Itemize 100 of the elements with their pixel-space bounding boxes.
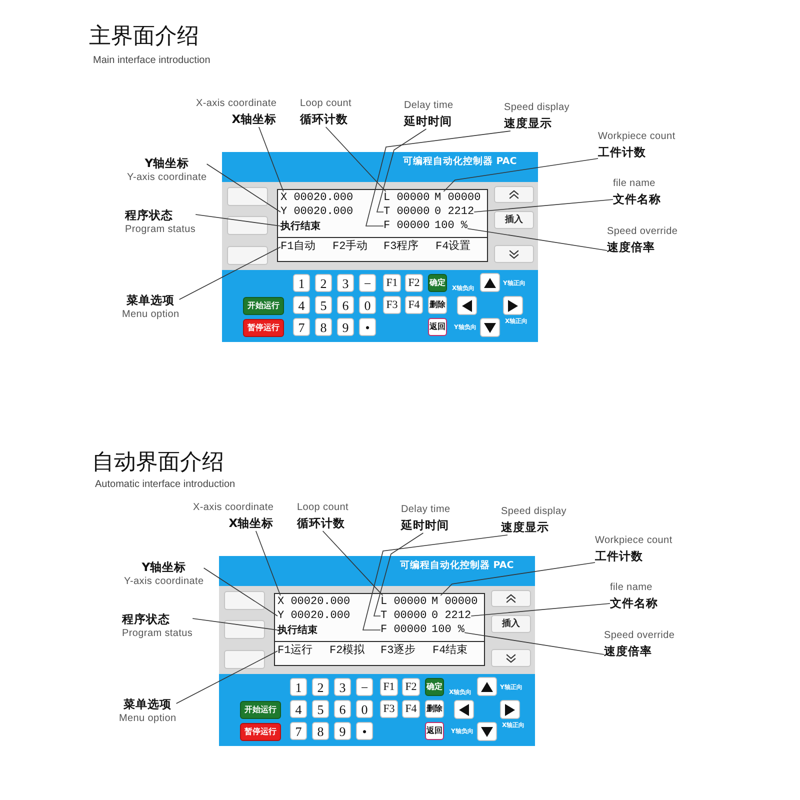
arrow-key [477,677,497,696]
digit-key: 0 [359,296,376,314]
leader-line [192,618,278,630]
pause-button: 暂停运行 [240,723,281,741]
leader-line [440,562,596,596]
lcd-menu-item: F1运行 [278,644,313,658]
lcd-menu-item: F4设置 [436,240,471,254]
lcd-screen [277,189,488,262]
soft-key [224,591,265,610]
digit-key: 7 [293,318,310,336]
minus-key: − [359,274,376,292]
delete-key: 删除 [428,296,447,314]
callout-label: Delay time 延时时间 [401,503,450,533]
leader-line [195,214,281,226]
lcd-menu-item: F3程序 [384,240,419,254]
insert-key: 插入 [491,615,531,633]
controller-panel [219,556,535,746]
lcd-menu-item: F2模拟 [330,644,365,658]
function-key: F1 [380,678,398,696]
callout-label: Delay time 延时时间 [404,99,454,129]
leader-line [464,632,604,655]
digit-key: 8 [312,722,329,740]
callout-label: Loop count 循环计数 [297,501,348,531]
leader-line [325,126,386,192]
leader-line [365,130,511,226]
digit-key: 1 [293,274,310,292]
back-key: 返回 [428,318,447,336]
leader-line [470,603,610,616]
callout-label: 程序状态 Program status [122,611,193,641]
arrow-key [503,296,523,315]
callout-label: Speed display 速度显示 [504,101,570,131]
pause-button: 暂停运行 [243,319,284,337]
digit-key: 0 [356,700,373,718]
down-key [494,245,534,263]
arrow-key [477,722,497,741]
leader-line [176,650,278,704]
soft-key [227,187,268,206]
digit-key: 1 [290,678,307,696]
soft-key [227,216,268,235]
digit-key: 7 [290,722,307,740]
down-key [491,649,531,667]
up-key [494,186,534,203]
leader-line [256,530,281,596]
confirm-key: 确定 [425,678,444,696]
lcd-readout: 100 % [434,220,468,232]
lcd-menu-item: F4结束 [432,644,468,658]
lcd-readout: X 00020.000 [280,192,354,204]
point-key: • [359,318,376,336]
lcd-screen [274,593,485,666]
callout-label: Loop count 循环计数 [300,97,352,127]
digit-key: 6 [337,296,354,314]
callout-label: X-axis coordinate X轴坐标 [196,97,277,127]
start-button: 开始运行 [243,297,284,315]
callout-label: file name 文件名称 [610,581,658,611]
controller-panel [222,152,538,342]
minus-key: − [356,678,373,696]
leader-line [443,158,598,192]
lcd-readout: T 00000 [380,610,427,622]
lcd-readout: Y 00020.000 [278,610,350,622]
lcd-readout: 0 2212 [434,206,474,218]
digit-key: 8 [315,318,332,336]
callout-label: Speed override 速度倍率 [604,629,675,659]
function-key: F2 [405,274,423,292]
digit-key: 2 [312,678,329,696]
function-key: F3 [383,296,401,314]
callout-label: Workpiece count 工件计数 [598,130,676,160]
digit-key: 3 [337,274,354,292]
digit-key: 4 [293,296,310,314]
digit-key: 4 [290,700,307,718]
start-button: 开始运行 [240,701,281,719]
digit-key: 2 [315,274,332,292]
lcd-readout: F 00000 [384,220,430,232]
leader-line [203,568,278,616]
lcd-readout: F 00000 [380,624,427,636]
function-key: F4 [405,296,423,314]
section-heading: 主界面介绍 [89,24,199,50]
callout-label: 程序状态 Program status [125,207,196,237]
lcd-readout: 执行结束 [280,220,320,232]
callout-label: Y轴坐标 Y-axis coordinate [127,155,207,185]
section-heading: 自动界面介绍 [92,450,224,476]
digit-key: 6 [334,700,351,718]
confirm-key: 确定 [428,274,447,292]
section-subheading: Automatic interface introduction [95,479,236,491]
point-key: • [356,722,373,740]
callout-label: Speed display 速度显示 [501,505,566,535]
digit-key: 9 [337,318,354,336]
insert-key: 插入 [494,211,534,229]
function-key: F3 [380,700,398,718]
lcd-readout: 0 2212 [432,610,472,622]
section-subheading: Main interface introduction [93,55,210,67]
digit-key: 3 [334,678,351,696]
digit-key: 9 [334,722,351,740]
leader-line [467,228,608,251]
lcd-readout: L 00000 [380,596,427,608]
back-key: 返回 [425,722,444,740]
lcd-readout: L 00000 [384,192,430,204]
soft-key [224,650,265,669]
panel-title: 可编程自动化控制器 PAC [403,156,517,167]
callout-label: Speed override 速度倍率 [607,225,678,255]
digit-key: 5 [315,296,332,314]
